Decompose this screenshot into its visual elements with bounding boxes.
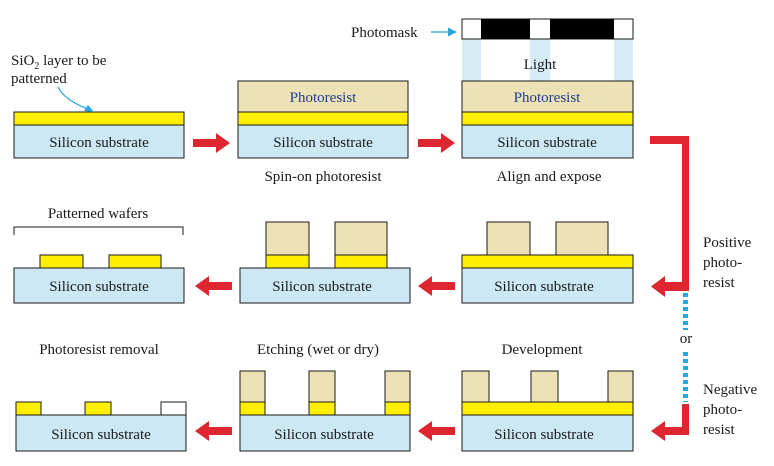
oxide-layer — [461, 401, 634, 416]
or-label: or — [680, 331, 693, 347]
substrate-label: Silicon substrate — [497, 135, 597, 151]
caption-development: Development — [502, 342, 584, 358]
substrate-label: Silicon substrate — [494, 427, 594, 443]
oxide-pattern — [108, 254, 162, 269]
oxide-pattern — [15, 401, 42, 416]
photoresist-block — [384, 370, 411, 403]
light-beam-left — [462, 39, 481, 81]
mask-opaque-1 — [481, 19, 530, 39]
light-beam-middle — [530, 39, 550, 81]
svg-text:photo-: photo- — [703, 255, 742, 271]
negative-photoresist-label: Negative photo- resist — [703, 382, 757, 438]
caption-align-expose: Align and expose — [497, 169, 602, 185]
photoresist-block — [239, 370, 266, 403]
light-beam-right — [614, 39, 633, 81]
stage-positive-etched: Silicon substrate — [239, 221, 411, 304]
bracket — [13, 226, 184, 235]
caption-spin-on: Spin-on photoresist — [264, 169, 382, 185]
positive-photoresist-label: Positive photo- resist — [703, 235, 752, 291]
photoresist-label: Photoresist — [514, 90, 582, 106]
arrow-right-1 — [193, 133, 230, 153]
stage-positive-development: Silicon substrate — [461, 221, 634, 304]
arrow-left-r3-1 — [418, 421, 455, 441]
svg-text:photo-: photo- — [703, 402, 742, 418]
svg-text:Positive: Positive — [703, 235, 752, 251]
caption-photoresist-removal: Photoresist removal — [39, 342, 159, 358]
svg-text:resist: resist — [703, 422, 735, 438]
stage-spin-on: Photoresist Silicon substrate Spin-on ph… — [237, 80, 409, 185]
photoresist-block — [308, 370, 336, 403]
sio2-pointer-head — [84, 105, 94, 112]
oxide-pattern — [39, 254, 84, 269]
photomask-label: Photomask — [351, 25, 418, 41]
substrate-label: Silicon substrate — [49, 135, 149, 151]
oxide-pattern — [84, 401, 112, 416]
photoresist-block — [607, 370, 634, 403]
oxide-pattern — [334, 254, 388, 269]
photoresist-label: Photoresist — [290, 90, 358, 106]
mask-opaque-2 — [550, 19, 614, 39]
oxide-layer — [237, 111, 409, 126]
substrate-label: Silicon substrate — [49, 279, 149, 295]
photoresist-block — [555, 221, 609, 256]
oxide-pattern — [384, 401, 411, 416]
silicon-substrate — [15, 414, 187, 452]
oxide-layer — [461, 111, 634, 126]
silicon-substrate — [13, 267, 185, 304]
oxide-layer — [13, 111, 185, 126]
sio2-label-line2: patterned — [11, 71, 67, 87]
svg-text:resist: resist — [703, 275, 735, 291]
row3-captions: Photoresist removal Etching (wet or dry)… — [39, 342, 583, 358]
stage-patterned-wafers: Patterned wafers Silicon substrate — [13, 206, 185, 304]
substrate-label: Silicon substrate — [51, 427, 151, 443]
caption-patterned-wafers: Patterned wafers — [48, 206, 149, 222]
arrow-left-r3-2 — [195, 421, 232, 441]
sio2-callout: SiO2 layer to be patterned — [11, 53, 107, 112]
photoresist-block — [486, 221, 531, 256]
caption-etching: Etching (wet or dry) — [257, 342, 379, 358]
silicon-substrate — [239, 267, 411, 304]
photoresist-layer — [461, 80, 634, 113]
branch-path: or — [650, 136, 692, 441]
substrate-label: Silicon substrate — [494, 279, 594, 295]
silicon-substrate — [13, 124, 185, 159]
photoresist-block — [461, 370, 490, 403]
sio2-label-line1: SiO2 layer to be — [11, 53, 107, 72]
substrate-label: Silicon substrate — [274, 427, 374, 443]
silicon-substrate — [461, 267, 634, 304]
oxide-pattern-removed — [160, 401, 187, 416]
stage-oxide-wafer: Silicon substrate — [13, 111, 185, 159]
stage-align-expose: Photomask Light Photoresist Silicon subs… — [351, 18, 634, 185]
photomask-pointer-head — [448, 27, 457, 37]
arrow-left-r2-2 — [195, 276, 232, 296]
photoresist-block — [334, 221, 388, 256]
oxide-layer — [461, 254, 634, 269]
silicon-substrate — [237, 124, 409, 159]
oxide-pattern — [308, 401, 336, 416]
stage-negative-development: Silicon substrate — [461, 370, 634, 452]
light-label: Light — [524, 57, 557, 73]
sio2-pointer — [57, 86, 91, 111]
arrow-right-2 — [418, 133, 455, 153]
silicon-substrate — [461, 414, 634, 452]
substrate-label: Silicon substrate — [272, 279, 372, 295]
silicon-substrate — [239, 414, 411, 452]
stage-negative-etched: Silicon substrate — [239, 370, 411, 452]
photoresist-block — [265, 221, 310, 256]
oxide-pattern — [265, 254, 310, 269]
silicon-substrate — [461, 124, 634, 159]
arrow-left-r2-1 — [418, 276, 455, 296]
photoresist-block — [530, 370, 559, 403]
photoresist-layer — [237, 80, 409, 113]
stage-negative-removal: Silicon substrate — [15, 401, 187, 452]
svg-text:Negative: Negative — [703, 382, 757, 398]
substrate-label: Silicon substrate — [273, 135, 373, 151]
oxide-pattern — [239, 401, 266, 416]
